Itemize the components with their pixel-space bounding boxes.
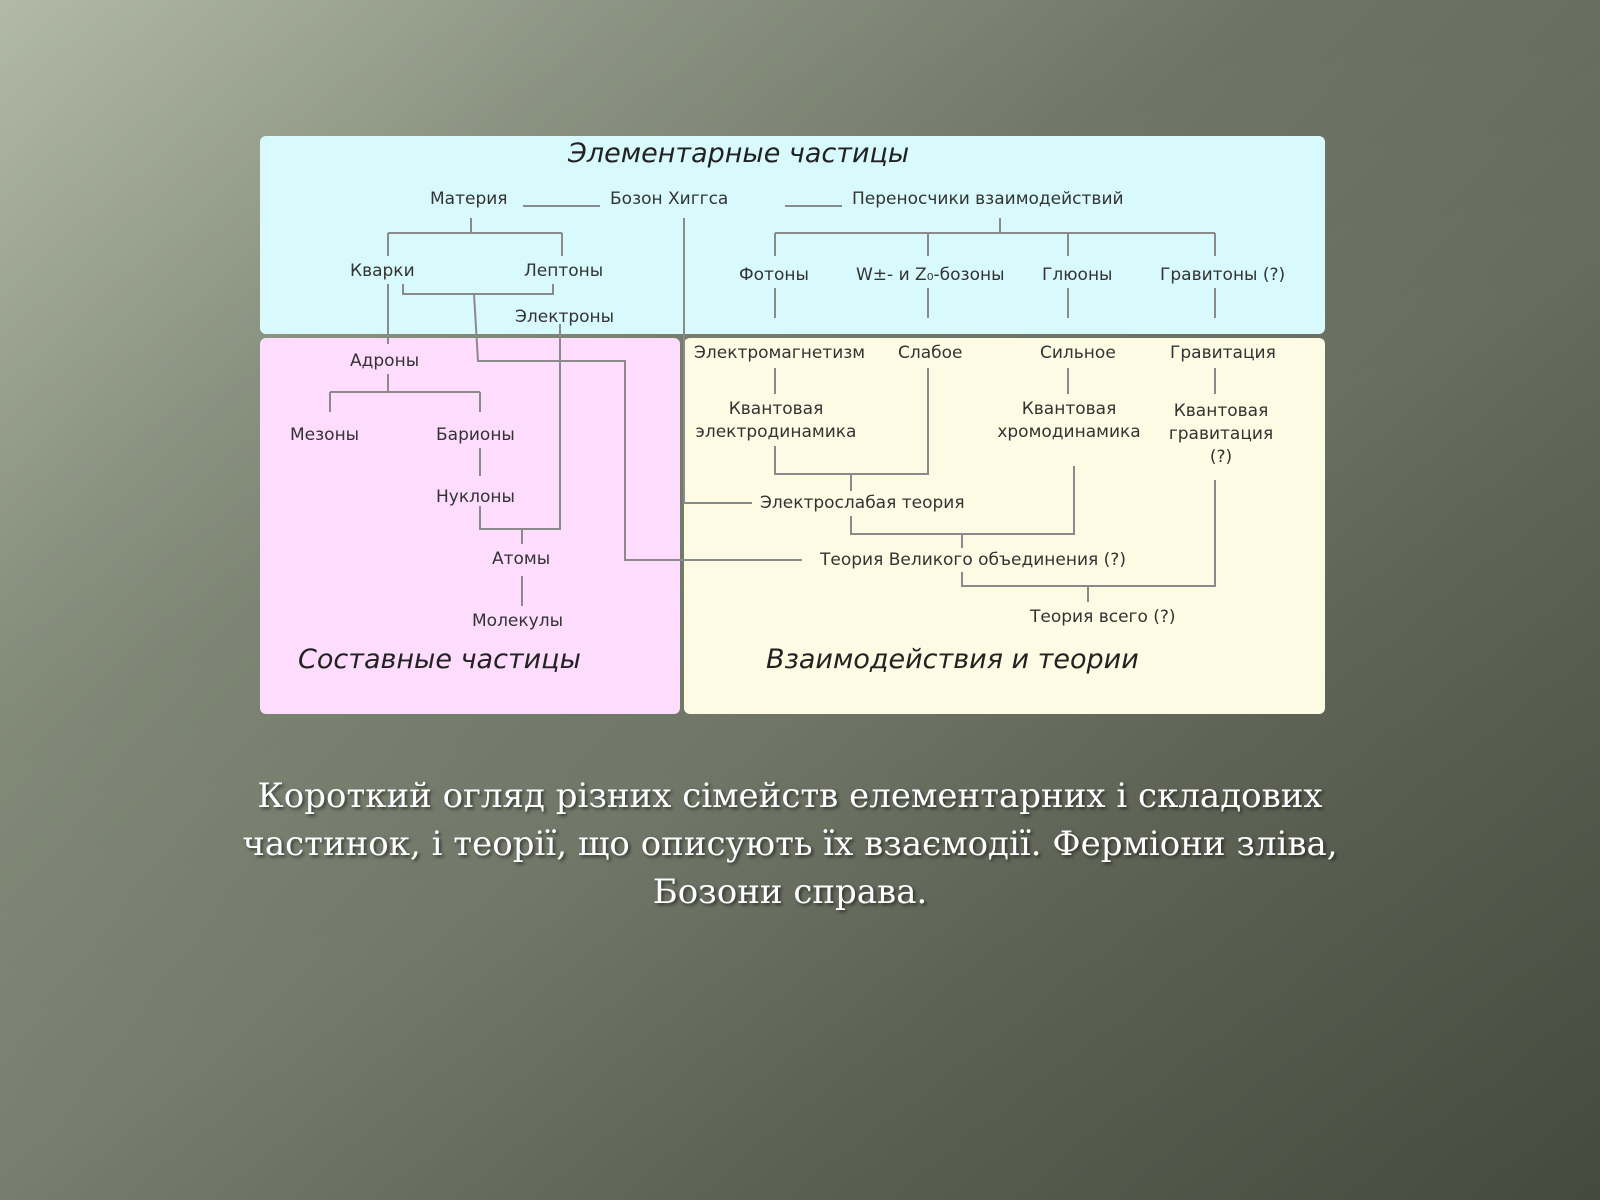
connector-gut-qgrav-toe — [961, 480, 1216, 602]
node-mesons: Мезоны — [290, 425, 360, 445]
particle-diagram: Элементарные частицы Составные частицы В… — [260, 136, 1325, 714]
connector-matter-gut — [473, 293, 802, 561]
connector-electroweak-qcd-gut — [850, 466, 1075, 548]
node-quantum-gravity: Квантовая гравитация (?) — [1168, 401, 1274, 467]
title-composite-particles: Составные частицы — [298, 644, 581, 675]
connector-higgs-electroweak — [683, 218, 752, 504]
node-theory-of-everything: Теория всего (?) — [1030, 607, 1176, 627]
node-baryons: Барионы — [436, 425, 515, 445]
connector-qed-weak-electroweak — [774, 368, 929, 491]
connector-materia-split — [387, 218, 563, 256]
connector-hadrons-split — [329, 374, 481, 412]
region-interactions-theories — [684, 338, 1325, 714]
node-molecules: Молекулы — [472, 611, 564, 631]
node-electrons: Электроны — [515, 307, 615, 327]
node-gravitation: Гравитация — [1170, 343, 1276, 363]
node-qed: Квантовая электродинамика — [695, 399, 857, 442]
node-photons: Фотоны — [739, 265, 809, 285]
title-elementary-particles: Элементарные частицы — [568, 138, 910, 169]
node-qcd: Квантовая хромодинамика — [997, 399, 1141, 442]
connector-nucleons-atoms — [479, 506, 523, 544]
connector-carriers-split — [774, 218, 1216, 256]
node-electromagnetism: Электромагнетизм — [694, 343, 866, 363]
node-atoms: Атомы — [492, 549, 551, 569]
connector-lines — [329, 205, 1216, 606]
node-grand-unified-theory: Теория Великого объединения (?) — [820, 550, 1126, 570]
node-strong-force: Сильное — [1040, 343, 1116, 363]
node-wz-bosons: W±- и Z₀-бозоны — [856, 265, 1005, 285]
node-force-carriers: Переносчики взаимодействий — [852, 189, 1124, 209]
node-gluons: Глюоны — [1042, 265, 1113, 285]
node-leptons: Лептоны — [524, 261, 604, 281]
node-materia: Материя — [430, 189, 508, 209]
node-hadrons: Адроны — [350, 351, 420, 371]
title-interactions-theories: Взаимодействия и теории — [766, 644, 1139, 675]
connector-quarks-leptons — [402, 284, 554, 295]
node-weak-force: Слабое — [898, 343, 963, 363]
node-electroweak-theory: Электрослабая теория — [760, 493, 965, 513]
node-higgs-boson: Бозон Хиггса — [610, 189, 729, 209]
region-elementary-particles — [260, 136, 1325, 334]
slide-caption: Короткий огляд різних сімейств елементар… — [242, 776, 1338, 912]
node-gravitons: Гравитоны (?) — [1160, 265, 1286, 285]
node-quarks: Кварки — [350, 261, 415, 281]
node-nucleons: Нуклоны — [436, 487, 515, 507]
